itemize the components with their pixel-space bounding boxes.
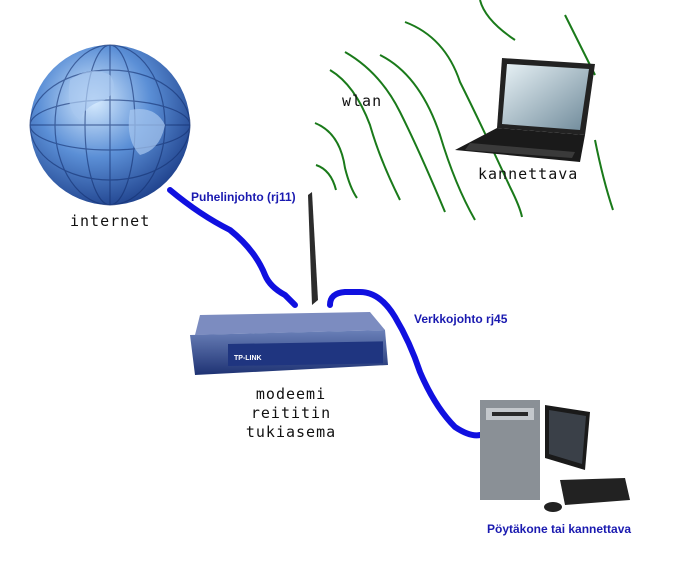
laptop-label: kannettava: [478, 165, 579, 183]
network-cable: [327, 289, 483, 439]
wlan-label: wlan: [342, 92, 383, 110]
phone-cable: [167, 187, 298, 308]
desktop-label: Pöytäkone tai kannettava: [487, 522, 632, 536]
router-brand: TP-LINK: [234, 355, 262, 362]
router-icon: TP-LINK: [190, 192, 388, 375]
router-label-access-point: tukiasema: [245, 423, 337, 441]
router-label: modeemi reititin tukiasema: [226, 385, 356, 442]
desktop-computer-icon: [480, 400, 630, 512]
network-cable-label: Verkkojohto rj45: [414, 312, 508, 326]
laptop-icon: [455, 58, 595, 162]
phone-cable-label: Puhelinjohto (rj11): [191, 190, 296, 204]
router-label-router: reititin: [250, 404, 332, 422]
internet-label: internet: [70, 212, 151, 230]
wifi-signal-waves: [314, 0, 614, 221]
internet-globe-icon: [29, 44, 191, 206]
router-label-modem: modeemi: [255, 385, 327, 403]
